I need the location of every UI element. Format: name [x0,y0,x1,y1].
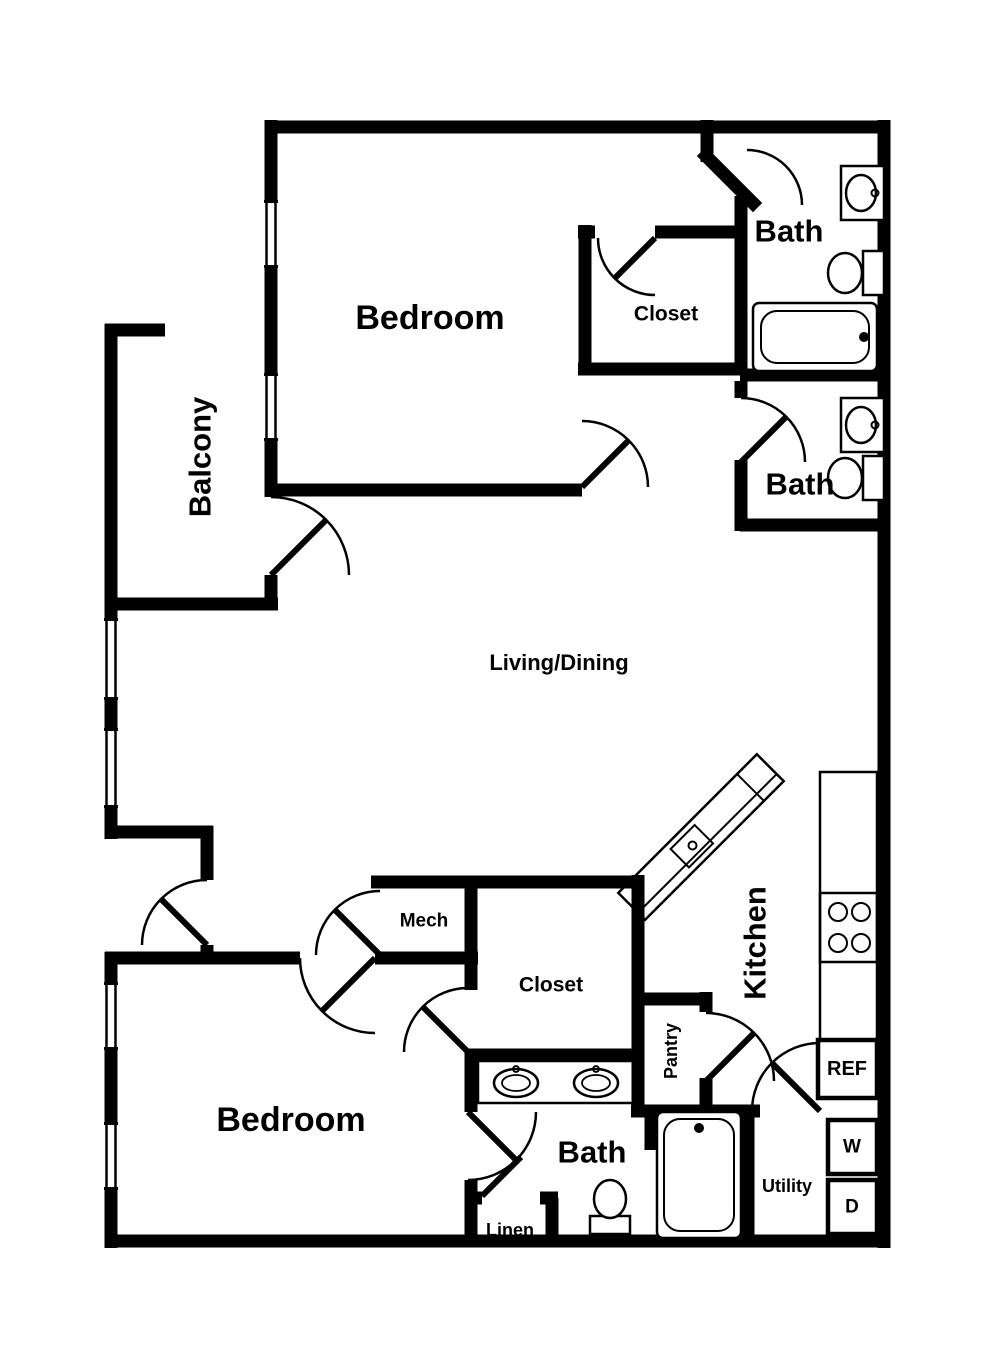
refrigerator-box [815,1037,880,1101]
kitchen-sink-icon [669,823,715,869]
kitchen-island [616,752,786,922]
door-swing [268,495,351,578]
door-swing [750,1041,823,1114]
sink-icon [839,164,886,222]
interior-walls [105,120,890,1242]
vanity-sinks-icon [476,1059,640,1105]
exterior-walls [104,120,891,1248]
fixtures [476,164,886,1240]
stove-icon [818,891,879,964]
appliance-label-washer: W [843,1136,861,1158]
door-swing [596,235,658,297]
room-label-pantry: Pantry [661,1022,681,1080]
bathtub-icon [655,1110,743,1240]
room-label-kitchen: Kitchen [737,886,773,1000]
bathtub-icon [751,301,879,373]
room-label-living-dining: Living/Dining [489,650,629,675]
appliance-label-dryer: D [845,1196,859,1218]
window [104,618,118,700]
sink-icon [839,396,886,454]
room-label-closet-upper: Closet [633,302,699,326]
door-swing [402,986,471,1055]
room-label-bath-lower: Bath [557,1134,627,1170]
room-label-bedroom-lower: Bedroom [216,1101,366,1139]
room-label-closet-lower: Closet [518,973,584,997]
window [104,728,118,808]
window [104,982,118,1050]
door-swing [298,955,378,1035]
door-swing [479,1154,524,1199]
dryer-box [825,1177,880,1237]
door-swing [746,148,804,206]
toilet-icon [588,1178,632,1236]
window [264,373,278,441]
window [104,1122,118,1190]
toilet-icon [826,249,886,297]
room-label-bedroom-upper: Bedroom [355,299,505,337]
kitchen-counters [616,752,880,1237]
door-swings [140,148,823,1199]
room-label-linen: Linen [486,1220,534,1240]
window [264,200,278,268]
windows [104,200,278,1190]
door-swing [465,1109,538,1182]
door-swing [579,419,650,490]
room-label-utility: Utility [761,1176,813,1196]
room-label-bath-mid: Bath [765,466,835,502]
toilet-icon [826,454,886,502]
door-swing [738,396,807,465]
room-label-bath-upper: Bath [754,213,824,249]
washer-box [825,1117,880,1177]
room-label-balcony: Balcony [182,396,218,518]
door-swing [140,878,210,948]
room-label-mech: Mech [399,910,449,932]
door-swing [314,889,383,958]
appliance-label-refrigerator: REF [827,1058,867,1080]
